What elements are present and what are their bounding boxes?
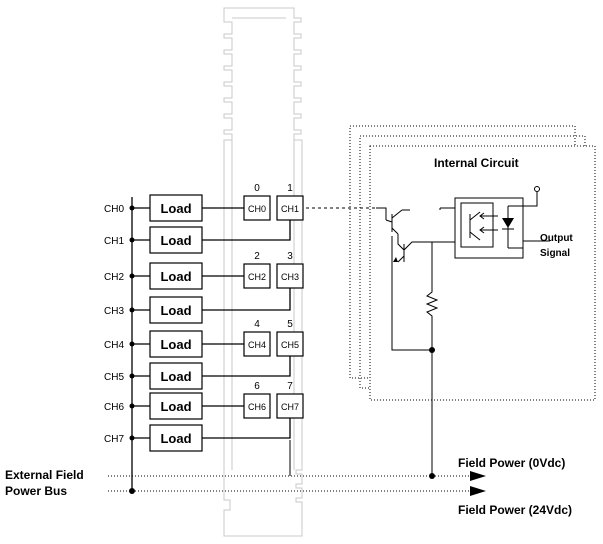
output-transistor bbox=[376, 207, 455, 351]
load-label-1: Load bbox=[160, 233, 191, 248]
terminal-number-7: 7 bbox=[287, 381, 293, 392]
field-power-24v-label: Field Power (24Vdc) bbox=[458, 503, 572, 517]
channel-label-4: CH4 bbox=[104, 340, 124, 351]
load-box-6 bbox=[149, 392, 203, 420]
channel-label-0: CH0 bbox=[104, 204, 124, 215]
field-power-0v-label: Field Power (0Vdc) bbox=[458, 456, 565, 470]
terminal-number-5: 5 bbox=[287, 319, 293, 330]
terminal-4 bbox=[243, 331, 271, 357]
terminal-number-2: 2 bbox=[254, 251, 260, 262]
load-label-4: Load bbox=[160, 337, 191, 352]
load-box-3 bbox=[149, 296, 203, 324]
terminal-label-2: CH2 bbox=[248, 272, 266, 282]
load-box-7 bbox=[149, 424, 203, 452]
terminal-number-4: 4 bbox=[254, 319, 260, 330]
optocoupler bbox=[439, 186, 550, 259]
load-box-1 bbox=[149, 226, 203, 254]
terminal-3 bbox=[276, 263, 304, 289]
terminal-6 bbox=[243, 393, 271, 419]
bus-junction bbox=[129, 488, 135, 494]
output-signal-line1: Output bbox=[540, 233, 573, 244]
arrow-0v-icon bbox=[470, 471, 486, 481]
load-box-5 bbox=[149, 362, 203, 390]
terminal-number-6: 6 bbox=[254, 381, 260, 392]
terminal-7 bbox=[276, 393, 304, 419]
terminal-label-4: CH4 bbox=[248, 340, 266, 350]
load-box-4 bbox=[149, 330, 203, 358]
internal-circuit-title: Internal Circuit bbox=[434, 156, 519, 170]
output-signal-line2: Signal bbox=[540, 248, 570, 259]
terminal-label-5: CH5 bbox=[281, 340, 299, 350]
pull-resistor bbox=[425, 242, 439, 350]
bus-label-line1: External Field bbox=[5, 468, 84, 482]
terminal-label-1: CH1 bbox=[281, 204, 299, 214]
terminal-5 bbox=[276, 331, 304, 357]
channel-label-5: CH5 bbox=[104, 372, 124, 383]
terminal-number-3: 3 bbox=[287, 251, 293, 262]
terminal-label-6: CH6 bbox=[248, 402, 266, 412]
terminal-label-3: CH3 bbox=[281, 272, 299, 282]
load-label-0: Load bbox=[160, 201, 191, 216]
load-label-2: Load bbox=[160, 269, 191, 284]
terminal-1 bbox=[276, 195, 304, 221]
load-label-7: Load bbox=[160, 431, 191, 446]
channel-label-3: CH3 bbox=[104, 306, 124, 317]
channel-label-2: CH2 bbox=[104, 272, 124, 283]
terminal-label-7: CH7 bbox=[281, 402, 299, 412]
terminal-0 bbox=[243, 195, 271, 221]
channel-label-6: CH6 bbox=[104, 402, 124, 413]
terminal-number-1: 1 bbox=[287, 183, 293, 194]
terminal-number-0: 0 bbox=[254, 183, 260, 194]
internal-circuit-frames bbox=[349, 125, 596, 401]
load-label-5: Load bbox=[160, 369, 191, 384]
load-box-2 bbox=[149, 262, 203, 290]
load-label-3: Load bbox=[160, 303, 191, 318]
terminal-2 bbox=[243, 263, 271, 289]
terminal-label-0: CH0 bbox=[248, 204, 266, 214]
channel-label-7: CH7 bbox=[104, 434, 124, 445]
bus-label-line2: Power Bus bbox=[5, 484, 67, 498]
channel-label-1: CH1 bbox=[104, 236, 124, 247]
arrow-24v-icon bbox=[470, 486, 486, 496]
load-label-6: Load bbox=[160, 399, 191, 414]
